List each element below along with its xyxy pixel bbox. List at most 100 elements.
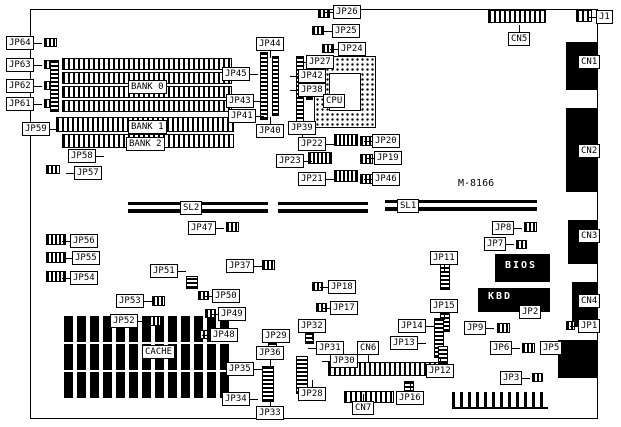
label-jp45: JP45: [222, 67, 258, 81]
leader-line: [324, 179, 334, 180]
label-jp46: JP46: [364, 172, 400, 186]
label-jp58: JP58: [68, 149, 104, 163]
label-cn6: CN6: [357, 341, 380, 362]
label-jp49: JP49: [210, 307, 246, 321]
leader-line: [364, 141, 373, 142]
jumper-pins: [272, 56, 279, 116]
leader-line: [269, 399, 271, 407]
label-cn1: CN1: [578, 55, 601, 69]
label-jp37: JP37: [226, 259, 262, 273]
leader-line: [204, 296, 213, 297]
jumper-pins: [322, 44, 334, 53]
label-jp41: JP41: [228, 109, 264, 123]
label-bank-1: BANK 1: [128, 120, 167, 134]
j1-connector: [576, 10, 592, 22]
leader-line: [561, 348, 571, 349]
label-m-8166: M-8166: [458, 178, 495, 189]
leader-line: [443, 312, 445, 320]
leader-line: [513, 228, 523, 229]
label-jp15: JP15: [430, 299, 458, 320]
jumper-pins: [497, 323, 510, 333]
jumper-pins: [312, 26, 324, 35]
jumper-pins: [46, 252, 66, 263]
label-jp36: JP36: [256, 346, 284, 367]
leader-line: [485, 328, 495, 329]
leader-line: [62, 278, 71, 279]
leader-line: [324, 144, 334, 145]
leader-line: [521, 378, 531, 379]
label-jp21: JP21: [298, 172, 334, 186]
label-jp6: JP6: [490, 341, 521, 355]
label-cn4: CN4: [578, 294, 601, 308]
label-jp55: JP55: [64, 251, 100, 265]
label-bank-0: BANK 0: [128, 80, 167, 94]
jumper-pins: [205, 309, 216, 318]
leader-line: [322, 308, 331, 309]
leader-line: [511, 348, 521, 349]
label-jp22: JP22: [298, 137, 334, 151]
leader-line: [290, 76, 299, 77]
label-jp43: JP43: [226, 94, 262, 108]
jumper-pins: [305, 333, 314, 344]
label-jp32: JP32: [298, 319, 326, 340]
leader-line: [330, 49, 339, 50]
bios-chip: [495, 254, 550, 282]
leader-line: [176, 271, 186, 272]
jumper-pins: [566, 321, 575, 330]
leader-line: [416, 343, 426, 344]
jumper-pins: [334, 170, 358, 182]
leader-line: [570, 326, 579, 327]
leader-line: [519, 25, 521, 33]
label-jp64: JP64: [6, 36, 42, 50]
leader-line: [443, 264, 445, 272]
label-jp12: JP12: [426, 357, 454, 378]
leader-line: [48, 129, 58, 130]
leader-line: [269, 50, 271, 58]
jumper-pins: [198, 330, 209, 339]
label-kbd: KBD: [488, 291, 513, 302]
jumper-pins: [440, 264, 450, 290]
jumper-pins: [262, 366, 274, 402]
edge-pin-connector: [452, 392, 548, 409]
leader-line: [298, 62, 307, 63]
label-jp50: JP50: [204, 289, 240, 303]
label-jp57: JP57: [66, 166, 102, 180]
leader-line: [308, 348, 317, 349]
jumper-pins: [262, 260, 275, 270]
jumper-pins: [198, 291, 209, 300]
jumper-pins: [360, 154, 373, 164]
slot-sl1: [385, 200, 537, 211]
label-jp5: JP5: [540, 341, 571, 355]
leader-line: [325, 12, 334, 13]
jumper-pins: [516, 240, 527, 249]
leader-line: [32, 43, 42, 44]
jumper-pins: [44, 38, 57, 47]
label-jp16: JP16: [396, 384, 424, 405]
label-jp39: JP39: [288, 121, 316, 142]
leader-line: [311, 380, 313, 388]
label-jp18: JP18: [320, 280, 356, 294]
label-jp48: JP48: [202, 328, 238, 342]
leader-line: [252, 266, 262, 267]
label-cpu: CPU: [323, 94, 346, 108]
corner-connector: [558, 340, 598, 378]
leader-line: [94, 156, 104, 157]
label-jp7: JP7: [484, 237, 515, 251]
leader-line: [311, 332, 313, 340]
label-bank-2: BANK 2: [126, 137, 165, 151]
label-jp29: JP29: [262, 329, 290, 350]
label-jp24: JP24: [330, 42, 366, 56]
jumper-pins: [148, 316, 161, 326]
label-cn5: CN5: [508, 25, 531, 46]
label-jp44: JP44: [256, 37, 284, 58]
label-jp59: JP59: [22, 122, 58, 136]
label-jp35: JP35: [226, 362, 262, 376]
jumper-pins: [532, 373, 543, 382]
slot-middle: [278, 202, 368, 213]
leader-line: [363, 394, 365, 402]
leader-line: [62, 241, 71, 242]
label-jp47: JP47: [188, 221, 224, 235]
leader-line: [269, 359, 271, 367]
label-jp52: JP52: [110, 314, 146, 328]
leader-line: [588, 17, 597, 18]
